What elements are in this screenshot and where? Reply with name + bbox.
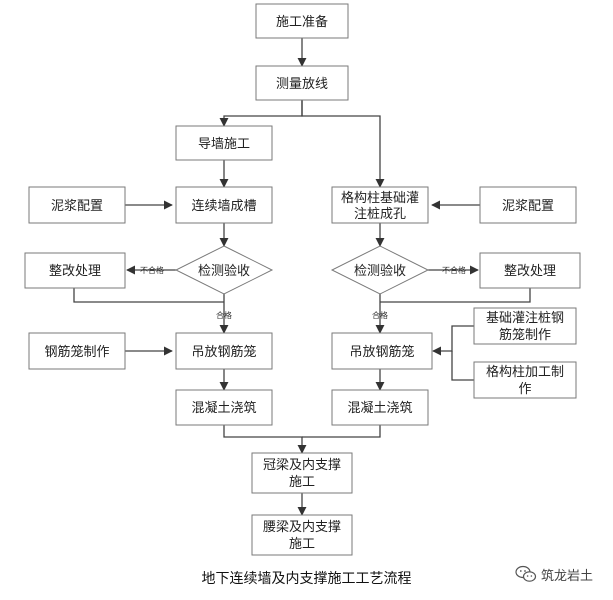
node-concrete-right-label: 混凝土浇筑 <box>347 400 412 416</box>
node-rectify-left-label: 整改处理 <box>49 264 101 279</box>
fail-label-left: 不合格 <box>140 265 164 275</box>
node-slurry-right: 泥浆配置 <box>479 186 577 224</box>
node-column-pile: 格构柱基础灌 注桩成孔 <box>331 186 429 224</box>
node-pile-cage-label-1: 基础灌注桩钢 <box>486 311 564 326</box>
node-survey: 测量放线 <box>255 65 349 101</box>
node-guide-wall-label: 导墙施工 <box>198 137 250 152</box>
node-prep-label: 施工准备 <box>276 14 328 30</box>
decision-inspect-right-label: 检测验收 <box>354 263 406 279</box>
node-prep: 施工准备 <box>255 3 349 39</box>
node-hoist-left: 吊放钢筋笼 <box>175 332 273 370</box>
watermark: 筑龙岩土 <box>515 562 593 586</box>
node-hoist-right: 吊放钢筋笼 <box>331 332 433 370</box>
node-waist-beam: 腰梁及内支撑 施工 <box>251 514 353 556</box>
decision-inspect-right: 检测验收 <box>330 245 430 295</box>
wechat-icon <box>515 565 537 582</box>
watermark-text: 筑龙岩土 <box>541 568 594 584</box>
node-rebar-make: 钢筋笼制作 <box>28 332 126 370</box>
pass-label-left: 合格 <box>216 310 232 320</box>
connectors <box>73 38 531 516</box>
node-column-make-label-2: 作 <box>518 382 531 397</box>
pass-label-right: 合格 <box>372 310 388 320</box>
node-rebar-make-label: 钢筋笼制作 <box>44 344 109 360</box>
node-concrete-left-label: 混凝土浇筑 <box>191 400 256 416</box>
node-column-pile-label-2: 注桩成孔 <box>354 207 406 222</box>
node-rectify-left: 整改处理 <box>24 252 126 289</box>
node-waist-beam-label-1: 腰梁及内支撑 <box>263 519 341 535</box>
node-pile-cage: 基础灌注桩钢 筋笼制作 <box>473 307 577 345</box>
node-rectify-right-label: 整改处理 <box>504 264 556 279</box>
node-survey-label: 测量放线 <box>276 77 328 92</box>
node-crown-beam-label-1: 冠梁及内支撑 <box>263 457 341 473</box>
node-rectify-right: 整改处理 <box>479 252 581 289</box>
node-hoist-left-label: 吊放钢筋笼 <box>191 344 256 360</box>
node-column-pile-label-1: 格构柱基础灌 <box>341 190 419 206</box>
node-column-make: 格构柱加工制 作 <box>473 361 577 399</box>
node-concrete-right: 混凝土浇筑 <box>331 389 429 426</box>
node-concrete-left: 混凝土浇筑 <box>175 389 273 426</box>
node-crown-beam: 冠梁及内支撑 施工 <box>251 452 353 494</box>
figure-caption: 地下连续墙及内支撑施工工艺流程 <box>201 571 412 587</box>
node-slurry-left: 泥浆配置 <box>28 186 126 224</box>
fail-label-right: 不合格 <box>442 265 466 275</box>
node-waist-beam-label-2: 施工 <box>289 537 315 552</box>
node-crown-beam-label-2: 施工 <box>289 475 315 490</box>
node-guide-wall: 导墙施工 <box>175 125 273 161</box>
node-trench-label: 连续墙成槽 <box>191 198 256 214</box>
node-slurry-left-label: 泥浆配置 <box>51 199 103 214</box>
node-pile-cage-label-2: 筋笼制作 <box>499 327 551 343</box>
decision-inspect-left-label: 检测验收 <box>198 263 250 279</box>
node-column-make-label-1: 格构柱加工制 <box>486 364 564 380</box>
node-hoist-right-label: 吊放钢筋笼 <box>349 344 414 360</box>
node-slurry-right-label: 泥浆配置 <box>502 199 554 214</box>
node-trench: 连续墙成槽 <box>175 186 273 224</box>
decision-inspect-left: 检测验收 <box>174 245 274 295</box>
